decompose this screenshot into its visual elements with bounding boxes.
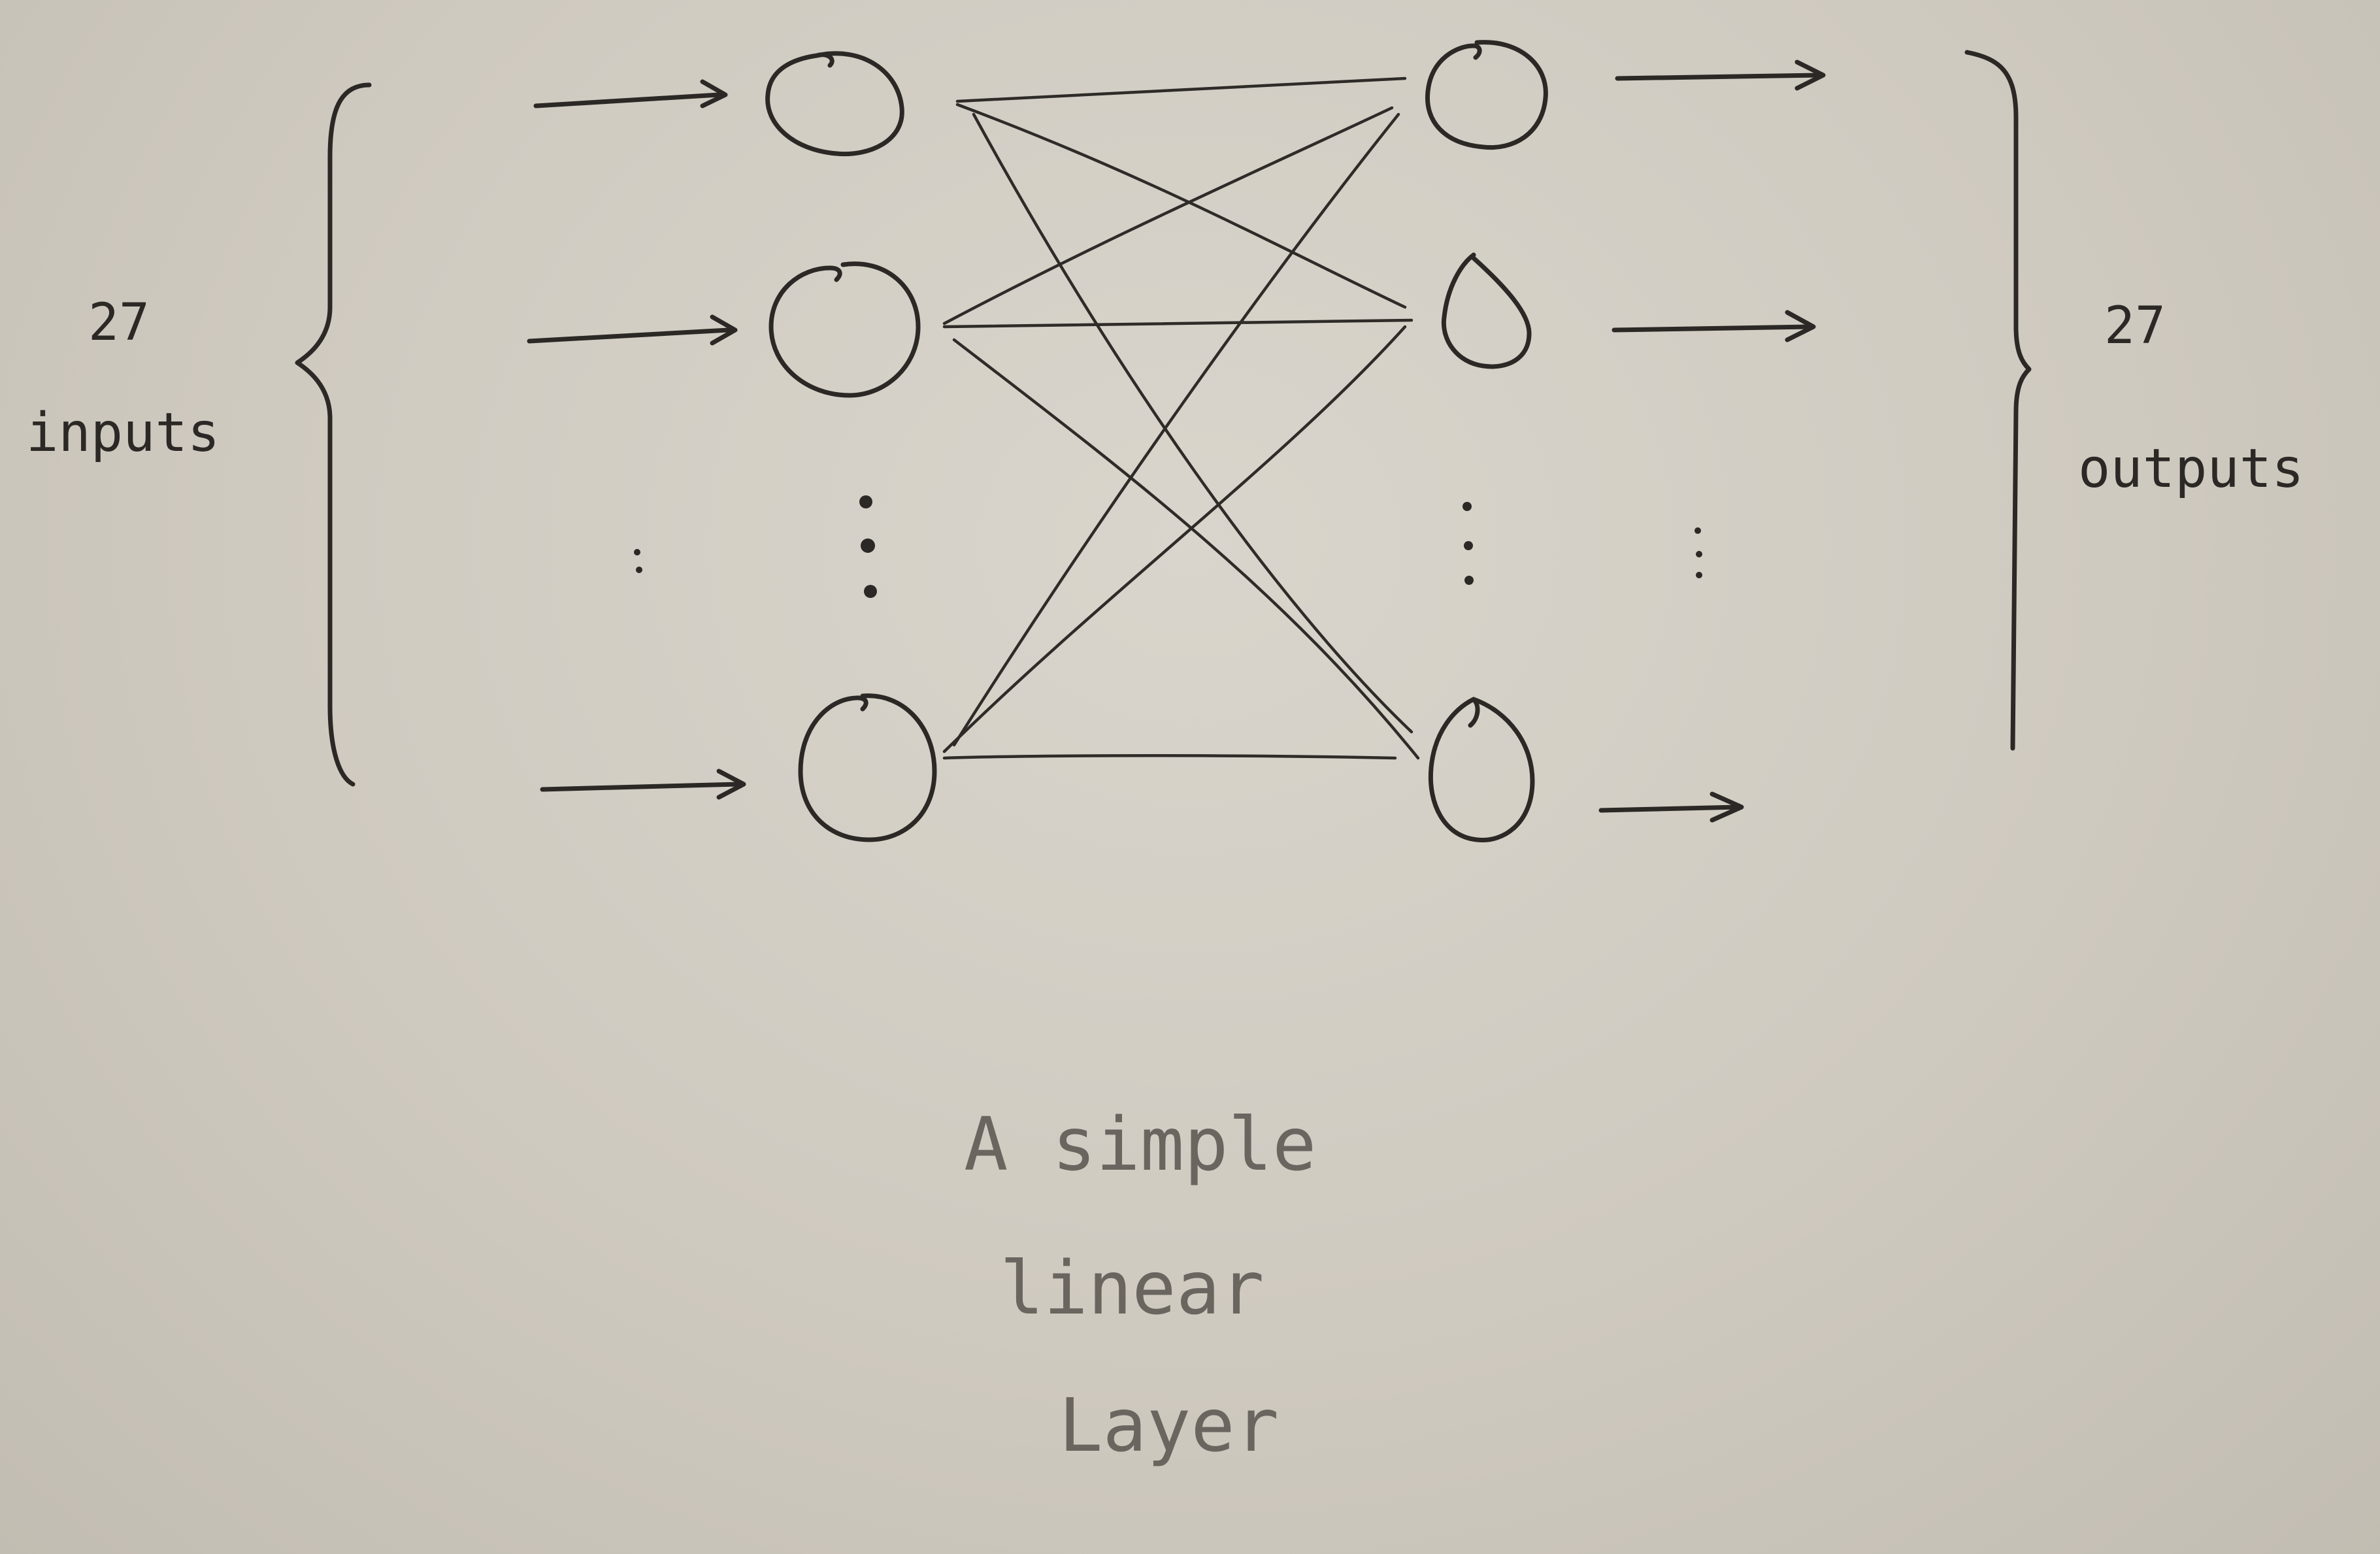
- output-arrows-ellipsis-dot: [1694, 527, 1701, 534]
- ellipsis-dots: [634, 495, 1702, 598]
- output-arrow-1-head: [1794, 59, 1826, 91]
- input-brace: [295, 82, 372, 787]
- connection-3-1: [952, 112, 1400, 747]
- input-arrow-2-head: [710, 314, 738, 346]
- input-arrows-ellipsis-dot: [636, 567, 642, 573]
- connection-3-2: [942, 325, 1407, 753]
- input-neuron-2: [769, 261, 921, 398]
- connection-1-1: [955, 76, 1407, 103]
- connection-1-3: [972, 112, 1413, 734]
- output-arrow-1: [1615, 73, 1823, 81]
- connection-2-3: [952, 338, 1420, 760]
- inputs-word-label: inputs: [26, 402, 220, 464]
- input-arrow-3-head: [716, 769, 746, 800]
- weight-connections: [942, 76, 1420, 760]
- input-arrow-2: [527, 327, 731, 344]
- output-neurons-ellipsis-dot: [1464, 541, 1473, 550]
- outputs-word-label: outputs: [2078, 438, 2304, 500]
- output-arrows-ellipsis-dot: [1696, 551, 1702, 557]
- output-arrow-3: [1598, 804, 1741, 813]
- output-neurons-ellipsis-dot: [1464, 576, 1474, 585]
- input-neurons-ellipsis-dot: [864, 585, 877, 598]
- output-arrows: [1598, 59, 1826, 823]
- output-arrows-ellipsis-dot: [1696, 572, 1702, 578]
- outputs-count-label: 27: [2104, 297, 2166, 355]
- output-neuron-1: [1425, 40, 1548, 150]
- output-neuron-3: [1428, 697, 1535, 843]
- connection-1-2: [955, 103, 1407, 309]
- output-arrow-2: [1611, 324, 1813, 333]
- input-neurons-ellipsis-dot: [861, 538, 875, 553]
- input-neurons-ellipsis-dot: [859, 495, 872, 508]
- caption-line-3: Layer: [1059, 1383, 1279, 1468]
- output-neurons-ellipsis-dot: [1463, 502, 1472, 511]
- input-neurons: [765, 51, 937, 842]
- connection-2-2: [942, 318, 1413, 329]
- input-arrow-1: [533, 92, 721, 108]
- connection-2-1: [942, 106, 1394, 325]
- input-arrow-3: [540, 782, 741, 792]
- connection-3-3: [942, 754, 1397, 760]
- input-arrows-ellipsis-dot: [634, 549, 640, 555]
- output-neurons: [1425, 40, 1548, 843]
- input-neuron-1: [765, 51, 904, 157]
- inputs-count-label: 27: [88, 293, 150, 352]
- caption-line-1: A simple: [964, 1102, 1316, 1187]
- input-arrows: [527, 79, 746, 800]
- output-arrow-3-head: [1710, 791, 1744, 823]
- input-arrow-1-head: [700, 79, 728, 108]
- input-neuron-3: [798, 693, 937, 842]
- output-neuron-2: [1441, 252, 1532, 369]
- output-arrow-2-head: [1785, 310, 1816, 342]
- output-brace: [1964, 50, 2032, 751]
- caption-line-2: linear: [1000, 1246, 1264, 1331]
